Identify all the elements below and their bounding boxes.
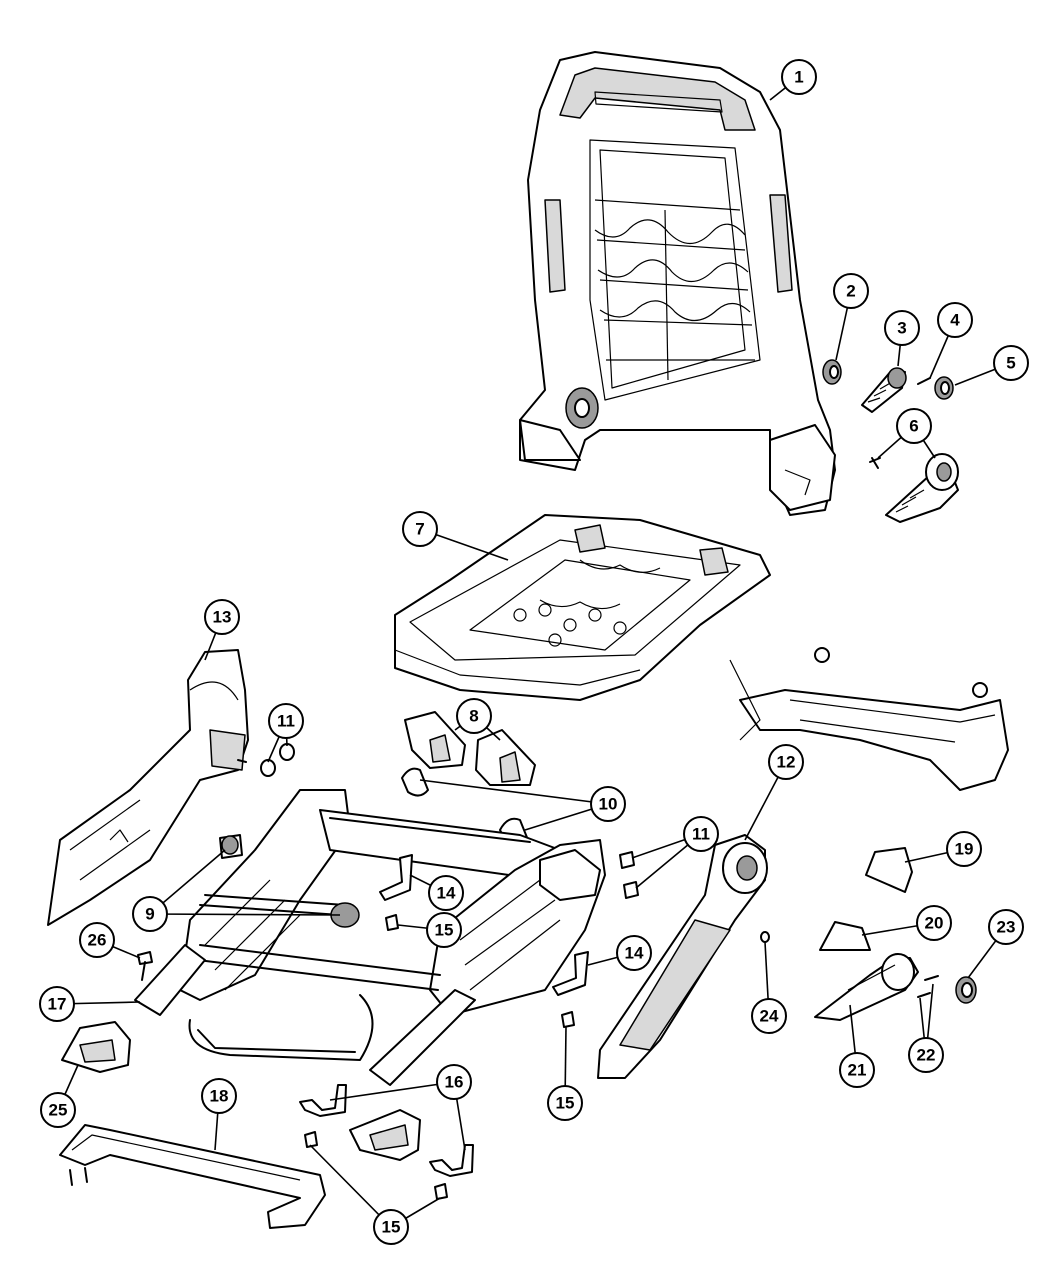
callout-23: 23 [988,909,1024,945]
nuts-part-15 [304,914,575,1200]
seat-back-frame [519,51,836,516]
callout-26: 26 [79,922,115,958]
callout-label: 10 [599,795,618,814]
crossmember-part-18 [59,1124,326,1229]
recliner-handle-part-3 [861,367,907,413]
callout-20: 20 [916,905,952,941]
callout-label: 24 [760,1007,779,1026]
callout-label: 19 [955,840,974,859]
brackets-part-14 [379,854,589,996]
callout-17: 17 [39,986,75,1022]
screw-part-4 [917,377,931,385]
callout-5: 5 [993,345,1029,381]
cover-part-19 [865,847,913,893]
callout-label: 11 [277,712,295,731]
screw-part-26 [137,951,153,981]
bushing-part-2 [822,359,842,385]
callout-8: 8 [456,698,492,734]
handle-assembly-part-6 [869,453,959,523]
callout-label: 21 [848,1061,867,1080]
callout-9: 9 [132,896,168,932]
callout-label: 18 [210,1087,229,1106]
cap-part-5 [934,376,954,400]
callout-15-middle: 15 [547,1085,583,1121]
callout-16: 16 [436,1064,472,1100]
push-clips-part-11-upper [237,743,295,777]
inner-shield-part-12 [597,834,768,1079]
callout-11-lower: 11 [683,816,719,852]
callout-label: 17 [48,995,67,1014]
callout-19: 19 [946,831,982,867]
callout-1: 1 [781,59,817,95]
trim-covers-part-8 [404,711,536,786]
brackets-part-16 [299,1084,474,1177]
callout-label: 20 [925,914,944,933]
seat-cushion-pan [394,514,771,701]
callout-label: 8 [469,707,478,726]
callout-label: 13 [213,608,232,627]
cap-part-23 [955,976,977,1004]
callout-label: 14 [625,944,644,963]
callout-18: 18 [201,1078,237,1114]
callout-label: 26 [88,931,107,950]
callout-4: 4 [937,302,973,338]
callout-15-upper: 15 [426,912,462,948]
callout-13: 13 [204,599,240,635]
callout-label: 1 [794,68,803,87]
callout-21: 21 [839,1052,875,1088]
block-part-25 [61,1021,131,1073]
right-side-shield [729,647,1009,791]
clip-part-24 [760,931,770,943]
callout-label: 7 [415,520,424,539]
callout-14-left: 14 [428,875,464,911]
callout-24: 24 [751,998,787,1034]
callout-label: 14 [437,884,456,903]
callout-label: 15 [435,921,454,940]
callout-11-upper: 11 [268,703,304,739]
callout-22: 22 [908,1037,944,1073]
callout-10: 10 [590,786,626,822]
handle-parts-20-21 [814,921,919,1021]
callout-6: 6 [896,408,932,444]
callout-label: 2 [846,282,855,301]
callout-2: 2 [833,273,869,309]
callout-label: 22 [917,1046,936,1065]
callout-label: 5 [1006,354,1015,373]
seat-track-frame [134,789,606,1086]
callout-label: 12 [777,753,796,772]
left-outer-shield [47,649,249,926]
callout-label: 25 [49,1101,68,1120]
callout-3: 3 [884,310,920,346]
callout-label: 3 [897,319,906,338]
callout-12: 12 [768,744,804,780]
callout-label: 15 [382,1218,401,1237]
callout-15-lower: 15 [373,1209,409,1245]
callout-14-right: 14 [616,935,652,971]
callout-label: 4 [950,311,960,330]
callout-7: 7 [402,511,438,547]
callout-label: 9 [145,905,154,924]
callout-25: 25 [40,1092,76,1128]
callout-label: 6 [909,417,918,436]
callout-label: 16 [445,1073,464,1092]
callout-label: 15 [556,1094,575,1113]
callout-label: 11 [692,825,710,844]
nuts-part-11-lower [619,851,639,899]
callout-label: 23 [997,918,1016,937]
screws-part-22 [917,975,939,998]
